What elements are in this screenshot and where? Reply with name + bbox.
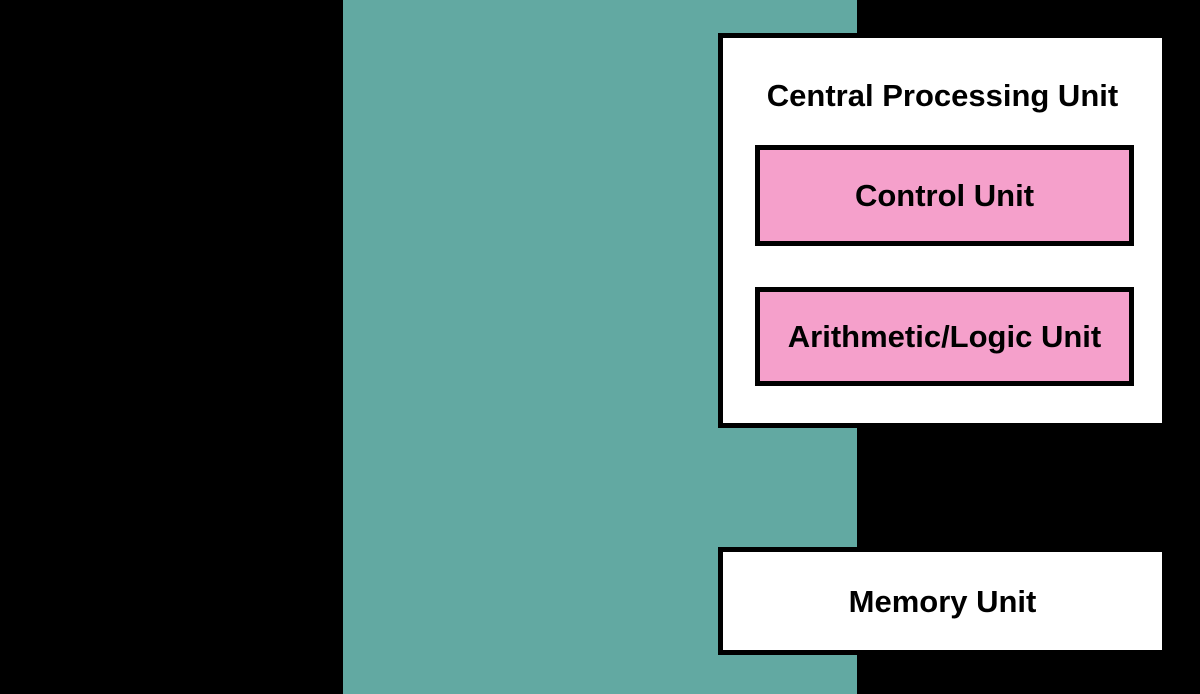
cpu-to-memory-arrow-icon	[900, 425, 936, 550]
connector-arrows	[900, 425, 987, 551]
memory-to-cpu-arrow-icon	[951, 430, 987, 551]
control-unit-label: Control Unit	[854, 178, 1035, 213]
arithmetic-logic-unit-box: Arithmetic/Logic Unit	[755, 287, 1134, 386]
diagram-panel: Central Processing Unit Control Unit Ari…	[343, 0, 1167, 694]
cpu-title: Central Processing Unit	[766, 78, 1119, 113]
control-unit-box: Control Unit	[755, 145, 1134, 246]
arithmetic-logic-unit-label: Arithmetic/Logic Unit	[787, 319, 1102, 354]
memory-unit-label: Memory Unit	[848, 583, 1037, 619]
memory-unit-box: Memory Unit	[718, 547, 1167, 655]
